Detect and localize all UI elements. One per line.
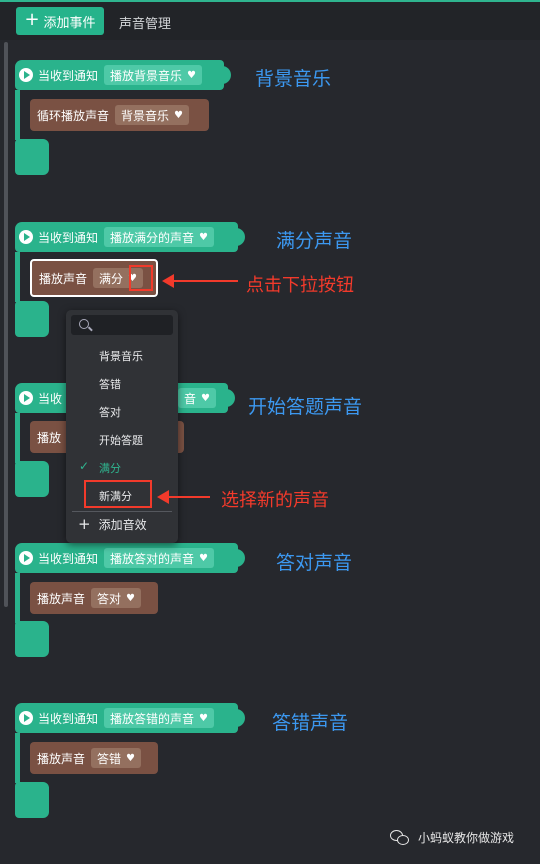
command-label: 循环播放声音 — [37, 108, 110, 123]
add-event-button[interactable]: + 添加事件 — [16, 7, 104, 35]
caption-background-music: 背景音乐 — [255, 68, 332, 90]
block-foot — [15, 301, 49, 337]
caption-start-quiz: 开始答题声音 — [248, 396, 363, 418]
caption-correct: 答对声音 — [276, 552, 353, 574]
notification-dropdown[interactable]: 播放背景音乐 ♥ — [104, 65, 202, 85]
dropdown-value: 满分 — [99, 271, 124, 286]
dropdown-heart-icon: ♥ — [174, 109, 183, 121]
annotation-click-dropdown: 点击下拉按钮 — [246, 275, 354, 296]
event-block-correct[interactable]: 当收到通知 播放答对的声音 ♥ — [15, 543, 245, 573]
caption-full-score: 满分声音 — [276, 230, 353, 252]
dropdown-option-start-quiz[interactable]: 开始答题 — [99, 434, 143, 447]
dropdown-value: 答错 — [97, 751, 122, 766]
event-block-wrong[interactable]: 当收到通知 播放答错的声音 ♥ — [15, 703, 245, 733]
plus-icon: + — [78, 515, 91, 533]
dropdown-value: 音 — [184, 391, 197, 406]
block-foot — [15, 139, 49, 175]
dropdown-arrow-icon[interactable]: ♥ — [128, 272, 137, 284]
workspace-scrollbar[interactable] — [4, 42, 8, 607]
dropdown-search-input[interactable] — [71, 315, 173, 335]
dropdown-option-new-full-score[interactable]: 新满分 — [99, 490, 132, 503]
checkmark-icon: ✓ — [79, 459, 90, 473]
command-label: 播放 — [37, 430, 62, 445]
event-block-full-score[interactable]: 当收到通知 播放满分的声音 ♥ — [15, 222, 245, 252]
play-icon — [19, 230, 33, 244]
arrow-to-dropdown-button — [162, 274, 238, 288]
play-sound-block[interactable]: 循环播放声音 背景音乐 ♥ — [30, 99, 209, 131]
caption-wrong: 答错声音 — [272, 712, 349, 734]
dropdown-option-background-music[interactable]: 背景音乐 — [99, 350, 143, 363]
plus-icon: + — [24, 9, 40, 30]
dropdown-value: 播放满分的声音 — [110, 230, 195, 245]
dropdown-heart-icon: ♥ — [199, 712, 208, 724]
command-label: 播放声音 — [37, 751, 86, 766]
toolbar: + 添加事件 声音管理 — [0, 2, 540, 40]
command-label: 播放声音 — [37, 591, 86, 606]
block-stem — [15, 252, 20, 302]
dropdown-option-wrong[interactable]: 答错 — [99, 378, 121, 391]
event-label: 当收到通知 — [38, 711, 99, 726]
play-sound-block[interactable]: 播放声音 答错 ♥ — [30, 742, 158, 774]
sound-dropdown[interactable]: 答错 ♥ — [91, 748, 141, 768]
sound-dropdown-menu — [66, 310, 178, 543]
dropdown-value: 答对 — [97, 591, 122, 606]
dropdown-option-full-score[interactable]: 满分 — [99, 462, 121, 475]
watermark: 小蚂蚁教你做游戏 — [390, 829, 514, 846]
play-icon — [19, 68, 33, 82]
dropdown-heart-icon: ♥ — [126, 592, 135, 604]
watermark-text: 小蚂蚁教你做游戏 — [418, 831, 515, 845]
dropdown-value: 背景音乐 — [121, 108, 170, 123]
block-stem — [15, 573, 20, 623]
notification-dropdown[interactable]: 播放答对的声音 ♥ — [104, 548, 214, 568]
event-label: 当收到通知 — [38, 551, 99, 566]
event-label: 当收 — [38, 391, 63, 406]
add-sound-effect-button[interactable]: + 添加音效 — [78, 515, 147, 533]
event-block-background-music[interactable]: 当收到通知 播放背景音乐 ♥ — [15, 60, 231, 90]
play-icon — [19, 551, 33, 565]
top-accent-line — [0, 0, 540, 2]
event-label: 当收到通知 — [38, 68, 99, 83]
sound-dropdown[interactable]: 背景音乐 ♥ — [115, 105, 189, 125]
block-stem — [15, 733, 20, 783]
block-stem — [15, 90, 20, 140]
dropdown-heart-icon: ♥ — [199, 552, 208, 564]
wechat-icon — [390, 829, 410, 846]
add-sound-label: 添加音效 — [98, 517, 147, 532]
command-label: 播放声音 — [39, 271, 88, 286]
dropdown-heart-icon: ♥ — [126, 752, 135, 764]
dropdown-heart-icon: ♥ — [199, 231, 208, 243]
menu-divider — [72, 511, 172, 512]
block-foot — [15, 621, 49, 657]
event-label: 当收到通知 — [38, 230, 99, 245]
play-icon — [19, 391, 33, 405]
dropdown-option-correct[interactable]: 答对 — [99, 406, 121, 419]
play-icon — [19, 711, 33, 725]
notification-dropdown[interactable]: 音 ♥ — [178, 388, 216, 408]
arrow-to-new-option — [157, 490, 210, 504]
block-stem — [15, 413, 20, 463]
sound-dropdown[interactable]: 答对 ♥ — [91, 588, 141, 608]
block-foot — [15, 461, 49, 497]
add-event-label: 添加事件 — [43, 15, 96, 31]
dropdown-heart-icon: ♥ — [187, 69, 196, 81]
dropdown-value: 播放背景音乐 — [110, 68, 183, 83]
sound-manager-tab[interactable]: 声音管理 — [119, 17, 172, 32]
highlight-dropdown-button — [129, 265, 153, 291]
dropdown-value: 播放答错的声音 — [110, 711, 195, 726]
annotation-select-new-sound: 选择新的声音 — [221, 490, 329, 511]
dropdown-heart-icon: ♥ — [201, 392, 210, 404]
block-foot — [15, 782, 49, 818]
notification-dropdown[interactable]: 播放答错的声音 ♥ — [104, 708, 214, 728]
search-icon — [79, 319, 89, 329]
notification-dropdown[interactable]: 播放满分的声音 ♥ — [104, 227, 214, 247]
play-sound-block[interactable]: 播放声音 答对 ♥ — [30, 582, 158, 614]
dropdown-value: 播放答对的声音 — [110, 551, 195, 566]
highlight-new-option — [84, 480, 152, 508]
